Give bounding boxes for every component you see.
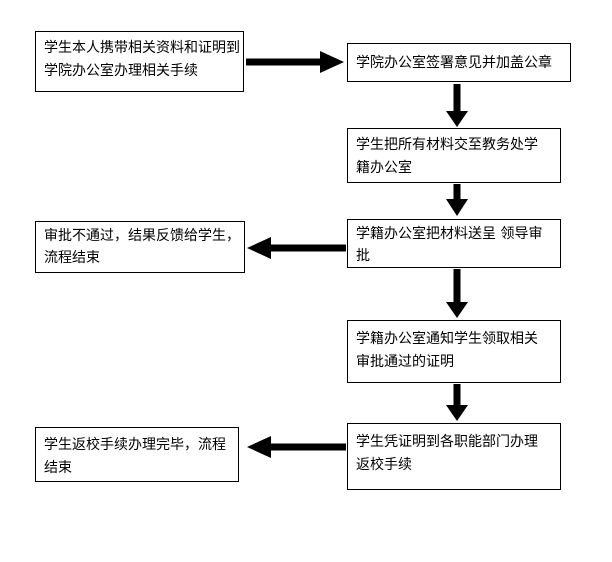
step-college-office-sign-seal: 学院办公室签署意见并加盖公章 [347,43,571,82]
step-student-return-procedures: 学生凭证明到各职能部门办理返校手续 [347,423,561,490]
step-return-complete-end: 学生返校手续办理完毕，流程结束 [35,427,239,482]
arrow-step6-to-step7 [446,384,468,421]
step-registrar-notify-pickup: 学籍办公室通知学生领取相关审批通过的证明 [347,320,561,383]
arrow-step4-to-step6 [446,269,468,318]
arrow-step1-to-step2 [246,51,344,73]
arrow-step4-to-step5 [247,237,346,259]
arrow-step3-to-step4 [446,184,468,216]
step-review-rejected-end: 审批不通过，结果反馈给学生，流程结束 [35,221,245,273]
arrow-step2-to-step3 [446,84,468,127]
arrow-step7-to-step8 [247,436,346,458]
step-submit-materials-registrar: 学生把所有材料交至教务处学籍办公室 [347,128,561,183]
step-registrar-send-leader-review: 学籍办公室把材料送呈 领导审批 [347,219,561,268]
step-student-bring-materials: 学生本人携带相关资料和证明到学院办公室办理相关手续 [35,31,244,92]
